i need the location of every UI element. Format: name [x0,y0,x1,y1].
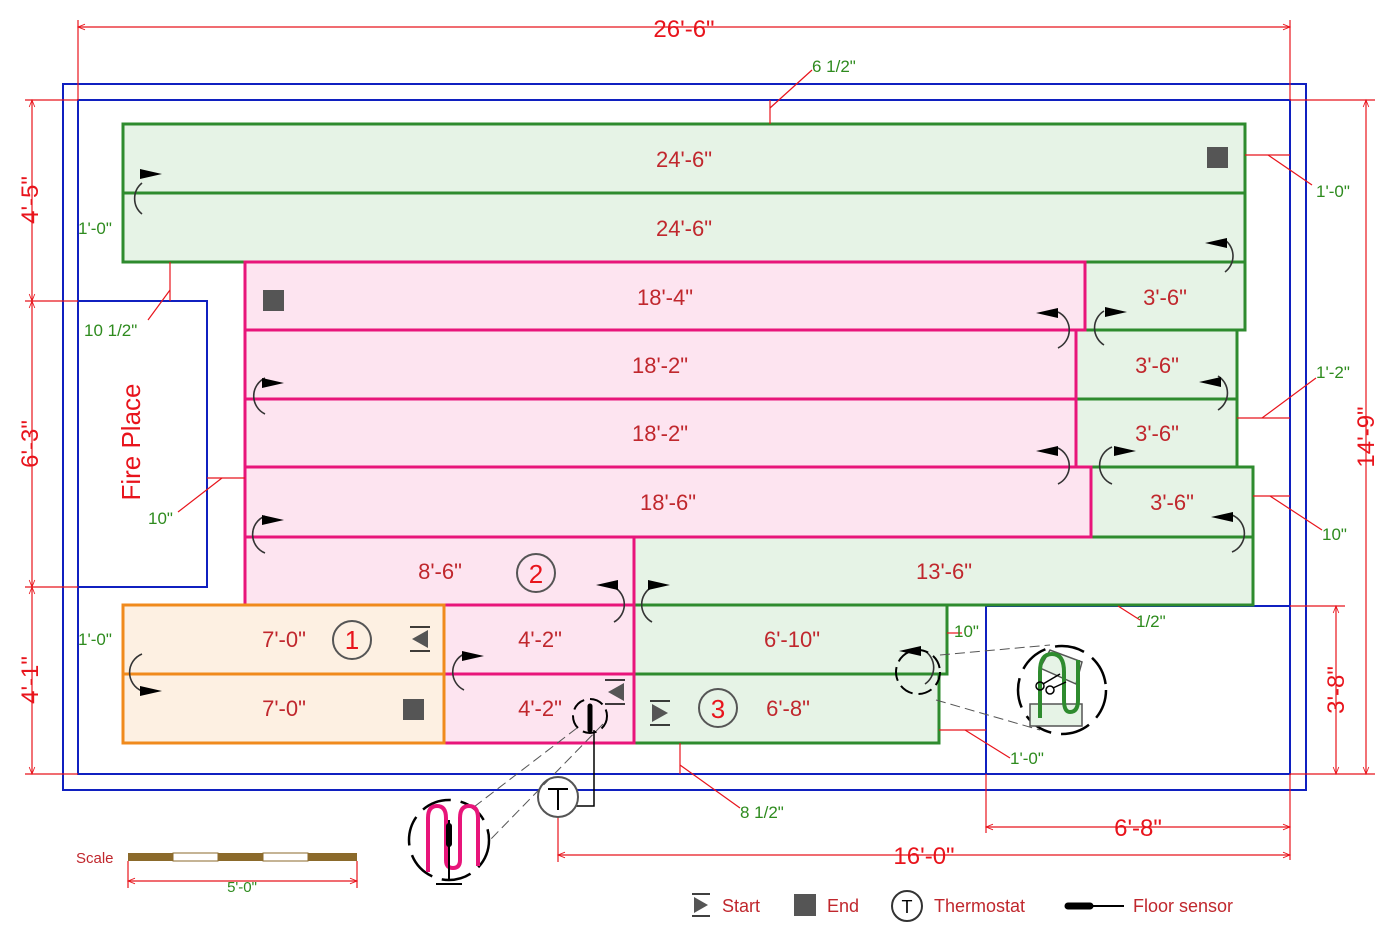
mat-18-6 [243,465,1093,539]
end-marker-icon [1207,147,1228,168]
zone-1-number: 1 [345,625,359,655]
outer-wall [62,83,1307,791]
zone-1-mats [121,603,446,745]
start-marker-icon [650,700,670,726]
mat-7-0-a [121,603,446,676]
scale-length: 5'-0" [227,879,257,896]
zone-2-number: 2 [529,559,543,589]
zone-3-number: 3 [711,694,725,724]
gap-note: 1/2" [1136,612,1166,631]
zone-numbers [332,553,738,728]
run-label: 24'-6" [656,147,712,172]
gap-note: 10 1/2" [84,321,137,340]
left-top-dim: 4'-5" [17,176,44,224]
legend-end-label: End [827,896,859,916]
run-label: 3'-6" [1150,490,1194,515]
run-label: 7'-0" [262,696,306,721]
run-label: 13'-6" [916,559,972,584]
legend-thermostat-symbol: T [902,897,913,917]
leader-lines [147,69,1323,809]
mat-8-6 [243,535,636,607]
mat-24-6-a [121,122,1247,195]
gap-note: 1'-0" [1316,182,1350,201]
fireplace-label: Fire Place [116,383,146,500]
overall-width-dim: 26'-6" [653,16,714,43]
legend-thermostat-label: Thermostat [934,896,1025,916]
zone-2-mats [243,260,1093,745]
run-label: 3'-6" [1143,285,1187,310]
gap-note: 10" [148,509,173,528]
run-label: 24'-6" [656,216,712,241]
gap-note: 1'-0" [78,630,112,649]
run-label: 6'-8" [766,696,810,721]
start-markers [410,626,670,726]
mat-18-2-b [243,397,1078,469]
gap-notes: 6 1/2" 1'-0" 1'-0" 10 1/2" 10" 1'-2" 10"… [78,57,1350,822]
zone-2-circle [516,553,556,593]
end-marker-icon [403,699,424,720]
dimension-lines [25,20,1375,862]
fireplace [77,300,208,588]
end-markers [263,147,1228,720]
sensor-zoom-icon [407,798,491,885]
sensor-detail-circle [572,698,608,734]
turn-arrowheads [140,169,1233,696]
run-label: 6'-10" [764,627,820,652]
gap-note: 1'-0" [1010,749,1044,768]
run-labels: 24'-6" 24'-6" 18'-4" 3'-6" 18'-2" 3'-6" … [262,147,1194,721]
overall-height-dim: 14'-9" [1353,406,1380,467]
legend-end-icon [794,894,816,916]
legend: Start End T Thermostat Floor sensor [692,890,1233,922]
gap-note: 8 1/2" [740,803,784,822]
gap-note: 6 1/2" [812,57,856,76]
zone-1-circle [332,620,372,660]
gap-note: 1'-0" [78,219,112,238]
run-label: 4'-2" [518,627,562,652]
gap-note: 10" [954,622,979,641]
zone-3-circle [698,688,738,728]
run-label: 3'-6" [1135,353,1179,378]
excluded-area [985,605,1291,775]
scale-bar: Scale 5'-0" [76,850,359,896]
legend-thermostat-icon [891,890,923,922]
left-bottom-dim: 4'-1" [17,656,44,704]
legend-start-label: Start [722,896,760,916]
mat-7-0-b [121,672,446,745]
legend-start-icon [692,893,710,917]
start-marker-icon [605,679,625,705]
run-label: 4'-2" [518,696,562,721]
left-middle-dim: 6'-3" [17,420,44,468]
bottom-right-dim: 6'-8" [1114,815,1162,842]
gap-note: 10" [1322,525,1347,544]
cut-detail [895,644,1108,736]
run-label: 18'-2" [632,353,688,378]
mat-3-6-d [1089,465,1255,539]
mat-4-2-b [442,672,636,745]
bottom-long-dim: 16'-0" [893,843,954,870]
end-marker-icon [263,290,284,311]
scale-title: Scale [76,850,114,867]
start-marker-icon [410,626,430,652]
scissors-cut-icon [1016,644,1108,736]
run-label: 3'-6" [1135,421,1179,446]
run-label: 8'-6" [418,559,462,584]
right-bottom-dim: 3'-8" [1323,666,1350,714]
run-label: 18'-6" [640,490,696,515]
mat-18-2-a [243,328,1078,401]
run-label: 7'-0" [262,627,306,652]
mat-6-10 [632,603,949,676]
dimension-texts: 26'-6" 14'-9" 4'-5" 6'-3" 4'-1" 3'-8" 6'… [17,16,1380,870]
run-label: 18'-2" [632,421,688,446]
walls: Fire Place [62,83,1307,791]
legend-floor-sensor-label: Floor sensor [1133,896,1233,916]
run-label: 18'-4" [637,285,693,310]
gap-note: 1'-2" [1316,363,1350,382]
thermostat-wiring [407,698,608,885]
